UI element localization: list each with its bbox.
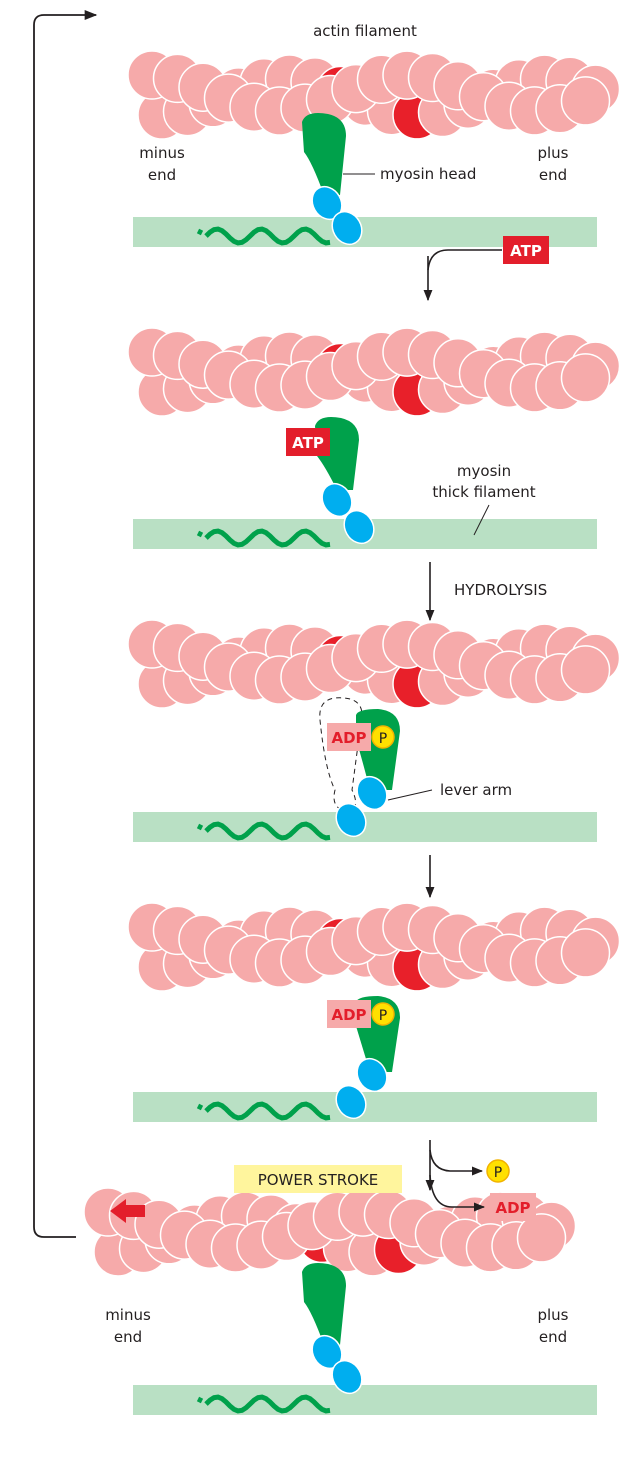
phosphate-label-bound: P (379, 1008, 387, 1024)
phosphate-icon-bound (371, 1002, 395, 1026)
power-stroke-label: POWER STROKE (258, 1171, 379, 1189)
minus-end-label-1b: end (148, 166, 176, 184)
atp-binding-arrow (427, 249, 502, 271)
panel-3: ADP P (127, 619, 621, 842)
actin-filament (127, 619, 621, 709)
myosin-tail (196, 1394, 331, 1414)
lever-arm-domain (335, 1084, 367, 1120)
adp-box-bound (327, 723, 371, 751)
lever-arm-domain (331, 1359, 363, 1395)
panel-2: ATP (127, 327, 621, 549)
myosin-head (302, 1263, 346, 1345)
filament-movement-arrow-icon (110, 1199, 145, 1223)
actin-filament (127, 327, 621, 417)
panel-5 (83, 1187, 597, 1415)
lever-arm-domain (321, 482, 353, 518)
myosin-tail (196, 226, 331, 246)
phosphate-release-arrow (429, 1149, 484, 1176)
phosphate-label-released: P (494, 1165, 502, 1181)
plus-end-label-1b: end (539, 166, 567, 184)
adp-label-bound: ADP (331, 1006, 366, 1024)
phosphate-label-bound: P (379, 731, 387, 747)
actin-subunit (560, 928, 611, 978)
actin-filament (83, 1187, 577, 1277)
myosin-tail (196, 1101, 331, 1121)
phosphate-icon-bound (371, 725, 395, 749)
myosin-head-label: myosin head (380, 165, 476, 183)
adp-label-bound: ADP (331, 729, 366, 747)
lever-arm-domain (335, 802, 367, 838)
power-stroke-box (234, 1165, 402, 1193)
atp-box (503, 236, 549, 264)
previous-head-position-outline (319, 697, 363, 813)
actin-subunit (516, 1213, 567, 1263)
phosphate-icon (486, 1159, 510, 1183)
adp-box-released (490, 1193, 536, 1221)
myosin-thick-filament (133, 1385, 597, 1415)
actin-filament (127, 902, 621, 992)
myosin-tail (196, 821, 331, 841)
lever-arm-domain (356, 775, 388, 811)
minus-end-label-5b: end (114, 1328, 142, 1346)
lever-arm-label: lever arm (440, 781, 512, 799)
panel-4: ADP P (127, 902, 621, 1122)
minus-end-label-1a: minus (139, 144, 185, 162)
thick-filament-label: thick filament (432, 483, 535, 501)
thick-filament-leader (473, 504, 490, 536)
adp-release-arrow (429, 1174, 486, 1212)
actin-subunit (560, 353, 611, 403)
lever-arm-domain (331, 210, 363, 246)
lever-arm-leader (387, 789, 433, 801)
atp-label-1: ATP (510, 242, 542, 260)
plus-end-label-1a: plus (537, 144, 568, 162)
myosin-head (302, 113, 346, 195)
atp-box-bound (286, 428, 330, 456)
actin-filament-label: actin filament (313, 22, 417, 40)
actin-filament (127, 50, 621, 140)
actin-subunit (560, 645, 611, 695)
cycle-return-arrow (33, 9, 98, 1238)
panel-1 (127, 50, 621, 247)
lever-arm-domain (343, 509, 375, 545)
minus-end-label-5a: minus (105, 1306, 151, 1324)
adp-label-released: ADP (495, 1199, 530, 1217)
myosin-label: myosin (457, 462, 511, 480)
adp-box-bound (327, 1000, 371, 1028)
lever-arm-domain (356, 1057, 388, 1093)
actin-subunit (560, 76, 611, 126)
plus-end-label-5a: plus (537, 1306, 568, 1324)
atp-label-bound: ATP (292, 434, 324, 452)
plus-end-label-5b: end (539, 1328, 567, 1346)
myosin-tail (196, 528, 331, 548)
hydrolysis-label: HYDROLYSIS (454, 581, 547, 599)
